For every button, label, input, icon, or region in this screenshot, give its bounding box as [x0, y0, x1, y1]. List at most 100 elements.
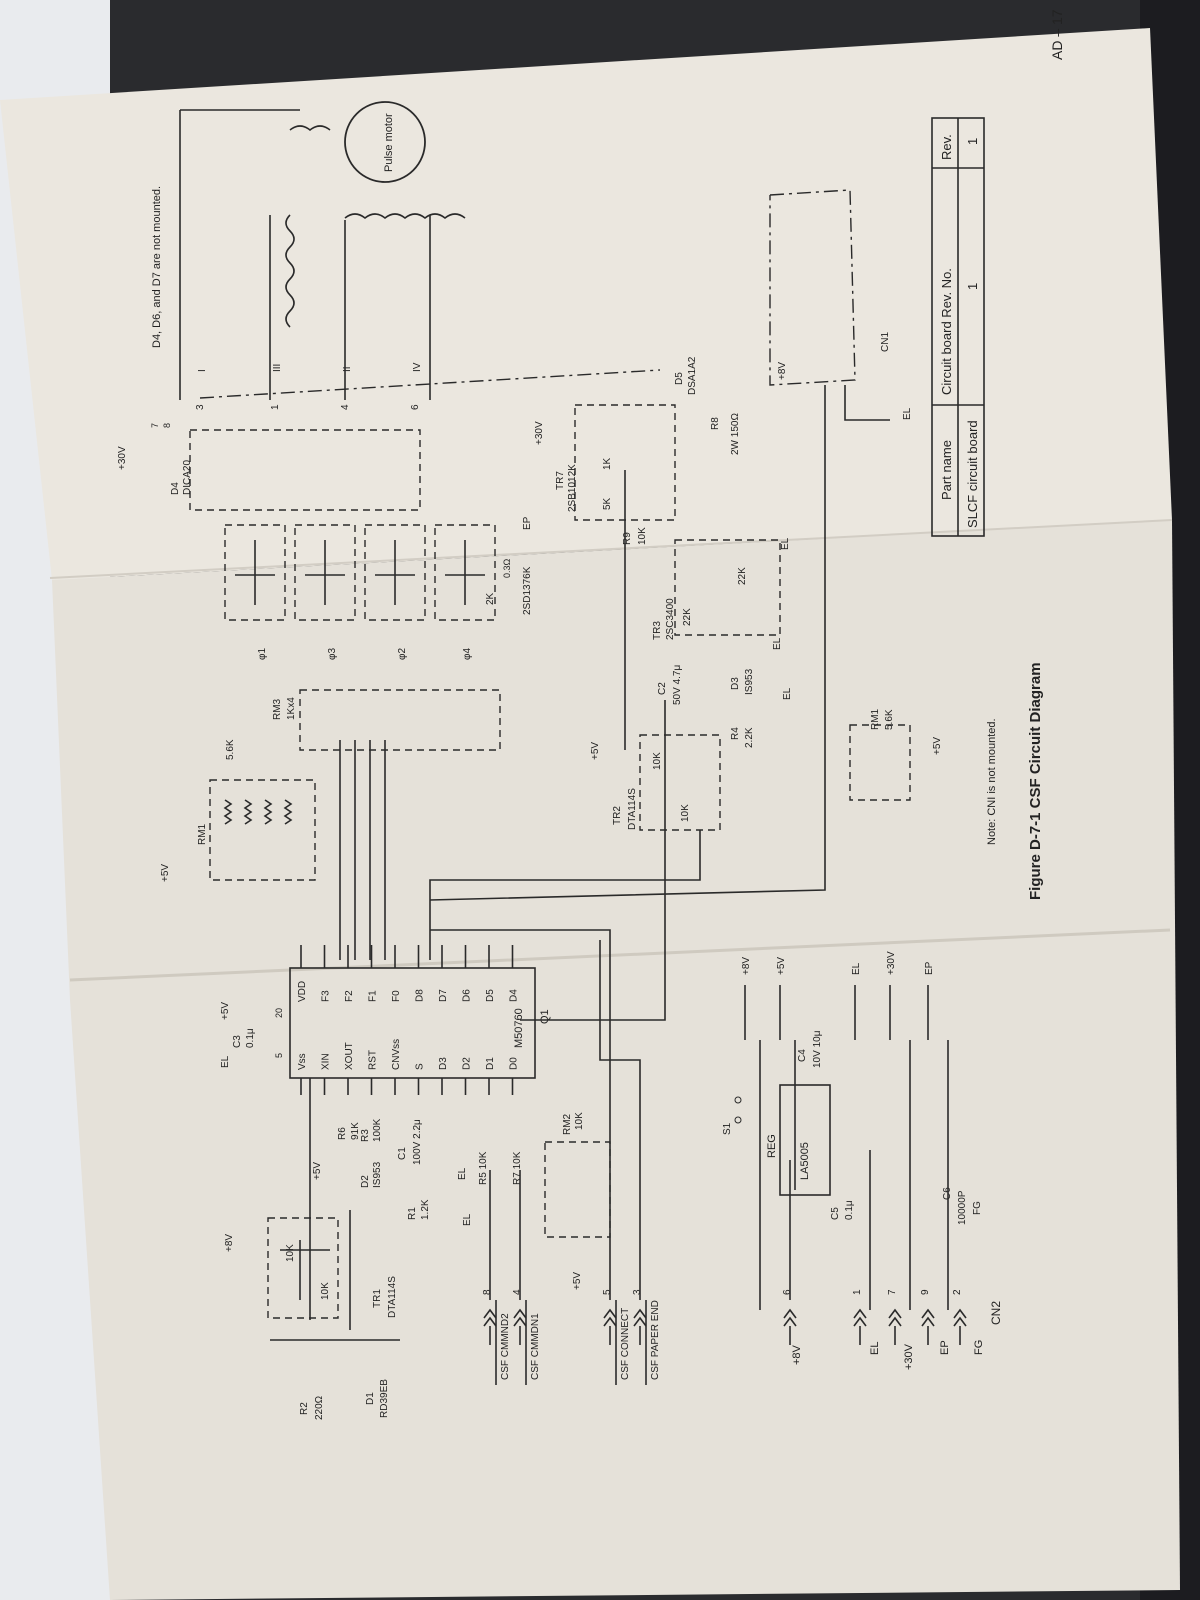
rm1b-value: 5.6K — [884, 709, 895, 730]
tr1-ra: 10K — [285, 1244, 296, 1262]
ic-q1-pin-left: D1 — [485, 1057, 496, 1070]
parts-table: Part name Circuit board Rev. No. Rev. SL… — [931, 117, 985, 537]
ic-q1-pin-right: D8 — [415, 989, 426, 1002]
ic-q1-pin-left: Vss — [297, 1053, 308, 1070]
p5v-tr2: +5V — [590, 742, 601, 760]
r9-value: 10K — [637, 527, 648, 545]
coil-pin: 6 — [410, 404, 421, 410]
rm1-value: 5.6K — [225, 739, 236, 760]
rm1b-ref: RM1 — [870, 708, 881, 730]
driver-stage — [364, 524, 426, 621]
rm3-ref: RM3 — [272, 698, 283, 720]
phase-label: φ2 — [397, 648, 408, 660]
rail-label-fg: FG — [973, 1340, 985, 1355]
ic-q1-pin-left: RST — [368, 1050, 379, 1070]
s1-contact-b — [734, 1116, 742, 1124]
tr1-ref: TR1 — [372, 1289, 383, 1308]
tr1-type: DTA114S — [387, 1276, 398, 1318]
coil-pin: 4 — [340, 404, 351, 410]
ic-q1-name: M50760 — [513, 1008, 525, 1048]
r6-value: 91K — [350, 1122, 361, 1140]
tr7-type: 2SB1012K — [567, 464, 578, 512]
ic-q1-pin-left: XOUT — [344, 1042, 355, 1070]
c5-label: C5 — [830, 1207, 841, 1220]
cn2-connector-mark — [888, 1308, 902, 1327]
tr3-type: 2SC3400 — [665, 598, 676, 640]
cn2-connector-mark — [921, 1308, 935, 1327]
cn2-pin-number: 1 — [852, 1289, 863, 1295]
signal-label: CSF CMMDN1 — [530, 1313, 541, 1380]
rm3-value: 1Kx4 — [286, 697, 297, 720]
cn2-pin-number: 2 — [952, 1289, 963, 1295]
right-rail-label: EL — [851, 962, 862, 975]
cn2-connector-mark — [513, 1308, 527, 1327]
rm1-resistors — [223, 799, 293, 825]
table-cell-part: SLCF circuit board — [965, 420, 980, 528]
ic-q1-pin-right: F3 — [321, 990, 332, 1002]
ic-q1-pin-left: XIN — [321, 1053, 332, 1070]
d4-pin8: 8 — [162, 423, 172, 428]
d5-type: DSA1A2 — [687, 356, 698, 395]
p5v-rm2: +5V — [572, 1272, 583, 1290]
pulse-motor — [344, 101, 426, 183]
r2-value: 220Ω — [314, 1395, 325, 1420]
rail-label-el: EL — [869, 1342, 881, 1355]
table-header-board: Circuit board Rev. No. — [939, 268, 954, 395]
el-r1: EL — [462, 1213, 473, 1226]
rail-label-ep: EP — [939, 1340, 951, 1355]
ic-q1-pin-left: D2 — [462, 1057, 473, 1070]
rm1-ref: RM1 — [197, 823, 208, 845]
coil-pin: 3 — [195, 404, 206, 410]
coil-lower — [344, 213, 466, 220]
ic-q1-pin-right: D5 — [485, 989, 496, 1002]
p30v-d4: +30V — [117, 446, 128, 470]
c1-value: 100V 2.2μ — [412, 1119, 423, 1165]
d4-area: D4 DICA20 +30V 7 8 — [117, 423, 421, 511]
driver-stage — [294, 524, 356, 621]
cn1-area: RM1 5.6K +5V CN1 EL Note: CNI is not mou… — [429, 189, 998, 901]
table-cell-board-rev: 1 — [965, 283, 980, 290]
r6-label: R6 — [337, 1127, 348, 1140]
s1-contact-a — [734, 1096, 742, 1104]
el-d3: EL — [772, 637, 783, 650]
darl-ra: 2K — [485, 592, 496, 605]
coil-label: III — [272, 364, 283, 372]
cn2-connector-mark — [483, 1308, 497, 1327]
p5v-rm1b: +5V — [932, 737, 943, 755]
c6-value: 10000P — [957, 1190, 968, 1225]
s1-label: S1 — [722, 1122, 733, 1135]
r2-ref: R2 — [299, 1402, 310, 1415]
c1-label: C1 — [397, 1147, 408, 1160]
rail-label-p30v: +30V — [903, 1343, 915, 1370]
d5-ref: D5 — [674, 372, 685, 385]
pulse-motor-label: Pulse motor — [383, 113, 395, 172]
d3-ref: D3 — [730, 677, 741, 690]
cn2-connector-mark — [953, 1308, 967, 1327]
el-r4: EL — [782, 687, 793, 700]
tr7-rb: 1K — [602, 457, 613, 470]
d4-pin7: 7 — [150, 423, 160, 428]
signal-label: CSF CONNECT — [620, 1308, 631, 1380]
tr3-ra: 22K — [682, 608, 693, 626]
el-cn1: EL — [902, 407, 913, 420]
el-tr3: EL — [780, 537, 791, 550]
ic-q1-pin-right: VDD — [297, 981, 308, 1002]
coil-upper-b — [289, 125, 331, 132]
d2-type: IS953 — [372, 1161, 383, 1188]
cn2-connector-mark — [783, 1308, 797, 1327]
cn2-connector-mark — [853, 1308, 867, 1327]
el-c3: EL — [220, 1055, 231, 1068]
cn2-connector-mark — [603, 1308, 617, 1327]
phase-label: φ1 — [257, 648, 268, 660]
c2-value: 50V 4.7μ — [672, 665, 683, 705]
page-fold — [69, 928, 1171, 982]
c3-value: 0.1μ — [245, 1028, 256, 1048]
p5v-rm1: +5V — [160, 864, 171, 882]
right-rail-label: +30V — [886, 951, 897, 975]
right-rail-label: +5V — [776, 957, 787, 975]
r1-label: R1 — [407, 1207, 418, 1220]
tr7-area: TR7 2SB1012K 5K 1K +30V R9 10K D5 DSA1A2… — [534, 356, 788, 750]
